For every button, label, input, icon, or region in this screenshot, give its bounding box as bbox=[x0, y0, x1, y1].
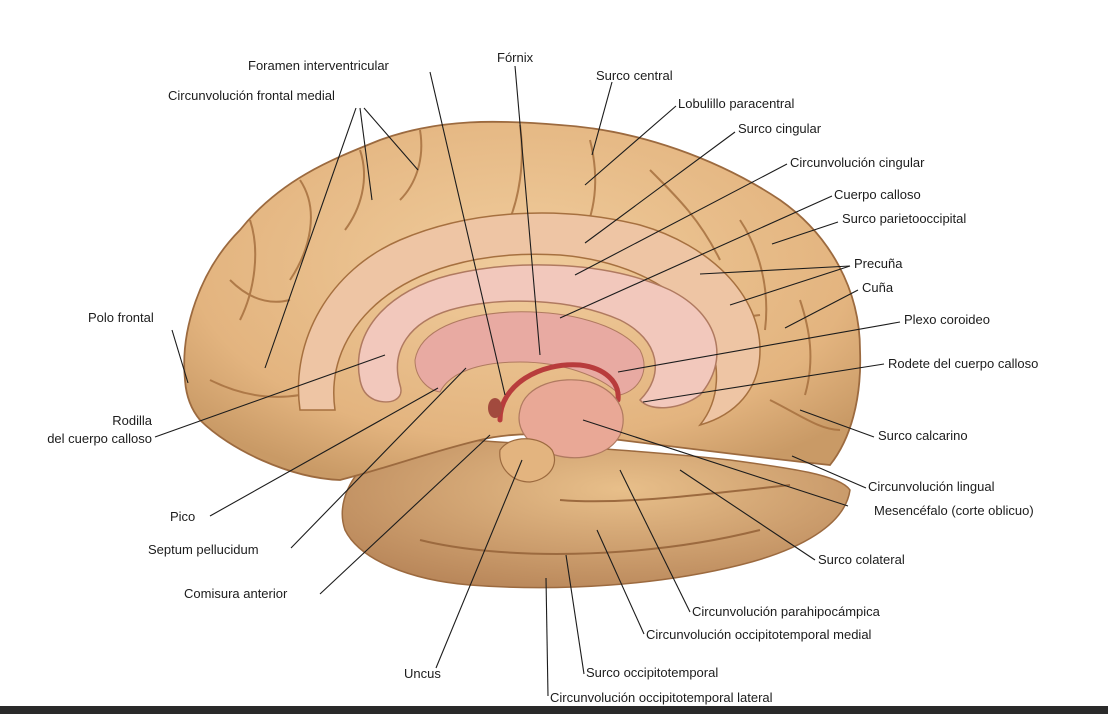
label-rodilla-line2: del cuerpo calloso bbox=[47, 431, 152, 446]
label-polo-frontal: Polo frontal bbox=[88, 310, 154, 325]
label-circ-lingual: Circunvolución lingual bbox=[868, 479, 995, 494]
label-precuna: Precuña bbox=[854, 256, 903, 271]
label-surco-parietooccipital: Surco parietooccipital bbox=[842, 211, 967, 226]
label-circ-cingular: Circunvolución cingular bbox=[790, 155, 925, 170]
cingulate-gyrus bbox=[297, 212, 761, 427]
label-circ-parahipocampica: Circunvolución parahipocámpica bbox=[692, 604, 880, 619]
septum-ventricle-area bbox=[414, 311, 645, 396]
label-lobulillo-paracentral: Lobulillo paracentral bbox=[678, 96, 795, 111]
label-plexo-coroideo: Plexo coroideo bbox=[904, 312, 990, 327]
label-foramen-interventricular: Foramen interventricular bbox=[248, 58, 389, 73]
label-cuerpo-calloso: Cuerpo calloso bbox=[834, 187, 921, 202]
occipitotemporal-sulcus-shape bbox=[419, 529, 761, 555]
label-surco-colateral: Surco colateral bbox=[818, 552, 905, 567]
interventricular-foramen bbox=[488, 398, 502, 418]
label-surco-occipitotemporal: Surco occipitotemporal bbox=[586, 665, 719, 680]
corpus-callosum bbox=[357, 264, 718, 409]
collateral-sulcus-shape bbox=[559, 484, 791, 503]
choroid-plexus-arc bbox=[497, 362, 621, 423]
label-circ-occ-lateral: Circunvolución occipitotemporal lateral bbox=[550, 690, 773, 705]
label-comisura-anterior: Comisura anterior bbox=[184, 586, 288, 601]
label-fornix: Fórnix bbox=[497, 50, 534, 65]
label-cuna: Cuña bbox=[862, 280, 894, 295]
label-circ-frontal-medial: Circunvolución frontal medial bbox=[168, 88, 335, 103]
bottom-rule bbox=[0, 706, 1108, 714]
label-surco-calcarino: Surco calcarino bbox=[878, 428, 968, 443]
label-mesencefalo: Mesencéfalo (corte oblicuo) bbox=[874, 503, 1034, 518]
leader-lines bbox=[154, 65, 901, 697]
label-surco-cingular: Surco cingular bbox=[738, 121, 822, 136]
uncus-shape bbox=[499, 438, 556, 483]
label-rodilla-line1: Rodilla bbox=[112, 413, 152, 428]
label-surco-central: Surco central bbox=[596, 68, 673, 83]
label-circ-occ-medial: Circunvolución occipitotemporal medial bbox=[646, 627, 872, 642]
label-septum: Septum pellucidum bbox=[148, 542, 259, 557]
label-uncus: Uncus bbox=[404, 666, 441, 681]
label-rodete: Rodete del cuerpo calloso bbox=[888, 356, 1039, 371]
label-pico: Pico bbox=[170, 509, 196, 524]
